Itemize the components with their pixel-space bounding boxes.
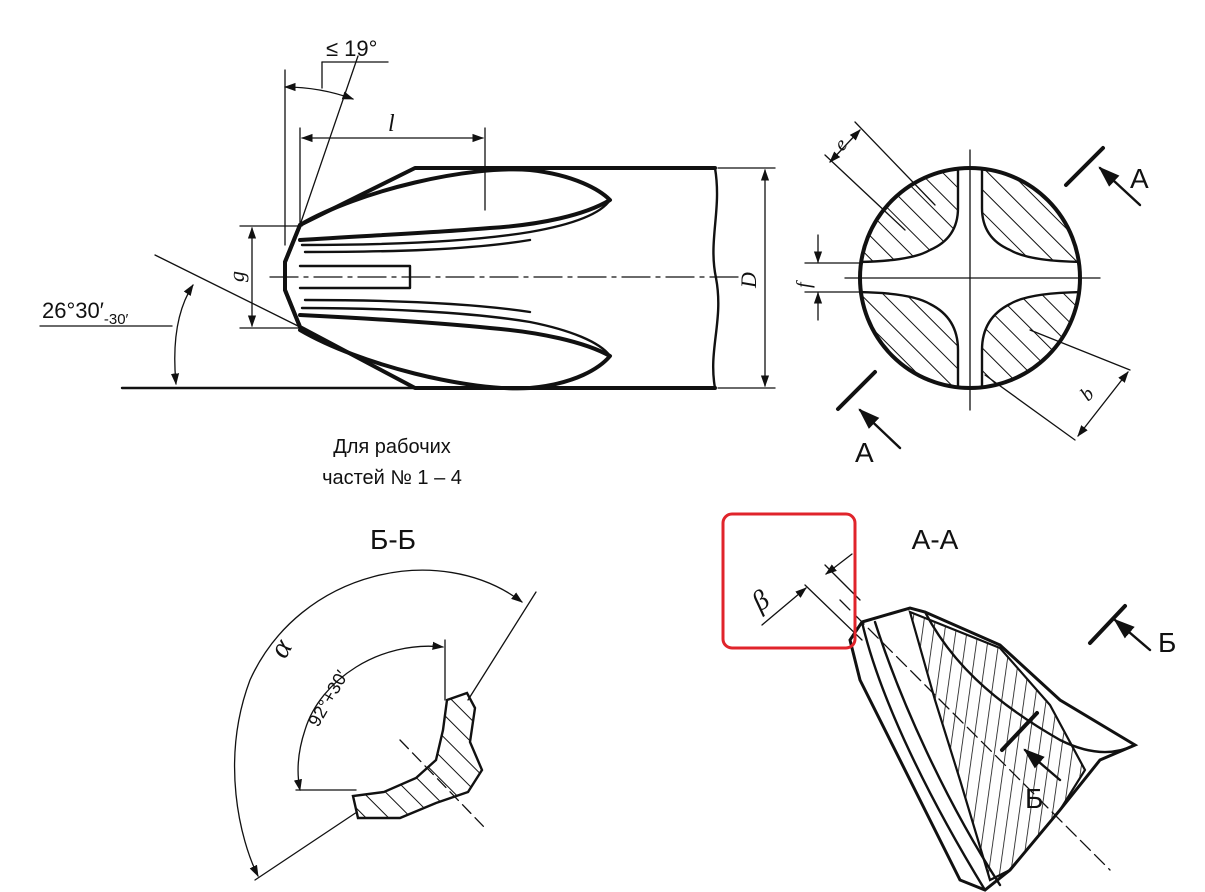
cut-b-bottom-arrow (1023, 748, 1062, 782)
b-ext-1 (1029, 329, 1131, 371)
cut-a-bottom-arrow (858, 408, 902, 450)
lower-flute-edge (303, 298, 532, 314)
cut-a-top-label: А (1130, 163, 1149, 194)
cut-b-top-mark (1088, 604, 1127, 645)
tip-angle-tolerance: -30′ (104, 311, 129, 328)
beta-arrow-right (825, 553, 853, 575)
beta-ext-1 (804, 584, 863, 641)
lower-flute-outer (298, 313, 612, 391)
cut-a-top-arrow (1098, 166, 1142, 207)
alpha-ref-lower (254, 811, 358, 881)
angle-19-arc (283, 82, 355, 100)
e-ext-2 (854, 121, 936, 206)
section-aa-title: А-А (912, 524, 959, 555)
section-aa: А-А β Б Б (745, 524, 1176, 892)
cut-b-bottom-mark (1000, 711, 1039, 752)
alpha-label: α (262, 632, 299, 663)
upper-flute-edge (303, 238, 532, 254)
aa-flute-edge-3 (923, 610, 1137, 754)
lower-flute-inner (300, 306, 612, 358)
cut-a-bottom-mark (836, 370, 877, 411)
angle-19-label: ≤ 19° (326, 36, 377, 61)
angle-92-label: 92°+30′ (304, 667, 352, 730)
e-dimension (829, 129, 861, 163)
beta-arrow-left (761, 587, 807, 626)
tip (283, 223, 302, 329)
side-view: ≤ 19° l g D 26°30′-30′ Для рабочих часте… (39, 36, 776, 489)
aa-hatched-core (908, 610, 1087, 882)
g-label: g (224, 271, 249, 282)
upper-flute-outer (298, 167, 612, 242)
upper-flute-inner (300, 198, 612, 247)
beta-label: β (745, 584, 775, 618)
tip-angle-ref (154, 254, 301, 328)
highlight-box (721, 512, 857, 650)
alpha-arc (234, 569, 523, 878)
e-label: e (830, 134, 852, 156)
cut-b-top-arrow (1113, 618, 1152, 652)
l-label: l (388, 111, 395, 137)
caption-line-1: Для рабочих (333, 436, 451, 458)
tip-angle-value: 26°30′ (42, 298, 104, 323)
aa-axis (839, 599, 1111, 871)
section-bb-title: Б-Б (370, 524, 416, 555)
section-bb: Б-Б α 92°+30′ (234, 524, 537, 881)
alpha-ref-upper (467, 591, 537, 701)
b-ext-2 (984, 374, 1076, 441)
cut-a-bottom-label: А (855, 437, 874, 468)
b-dimension (1077, 371, 1129, 437)
cut-a-top-mark (1064, 146, 1105, 187)
bb-profile (351, 691, 484, 820)
tip-angle-label: 26°30′-30′ (42, 298, 129, 328)
aa-flute-edge-2 (873, 620, 1002, 887)
cut-b-top-label: Б (1158, 627, 1176, 658)
f-label: f (793, 280, 815, 288)
D-label: D (736, 272, 761, 289)
angle-92-arc (293, 641, 445, 792)
caption-line-2: частей № 1 – 4 (322, 467, 462, 489)
aa-flute-edge-1 (860, 620, 987, 892)
tip-angle-arc (170, 284, 194, 386)
e-ext-1 (824, 154, 906, 231)
break-line (711, 166, 720, 390)
cut-b-bottom-label: Б (1025, 783, 1043, 814)
end-view: e f b А А (793, 121, 1149, 468)
b-label: b (1076, 383, 1099, 406)
